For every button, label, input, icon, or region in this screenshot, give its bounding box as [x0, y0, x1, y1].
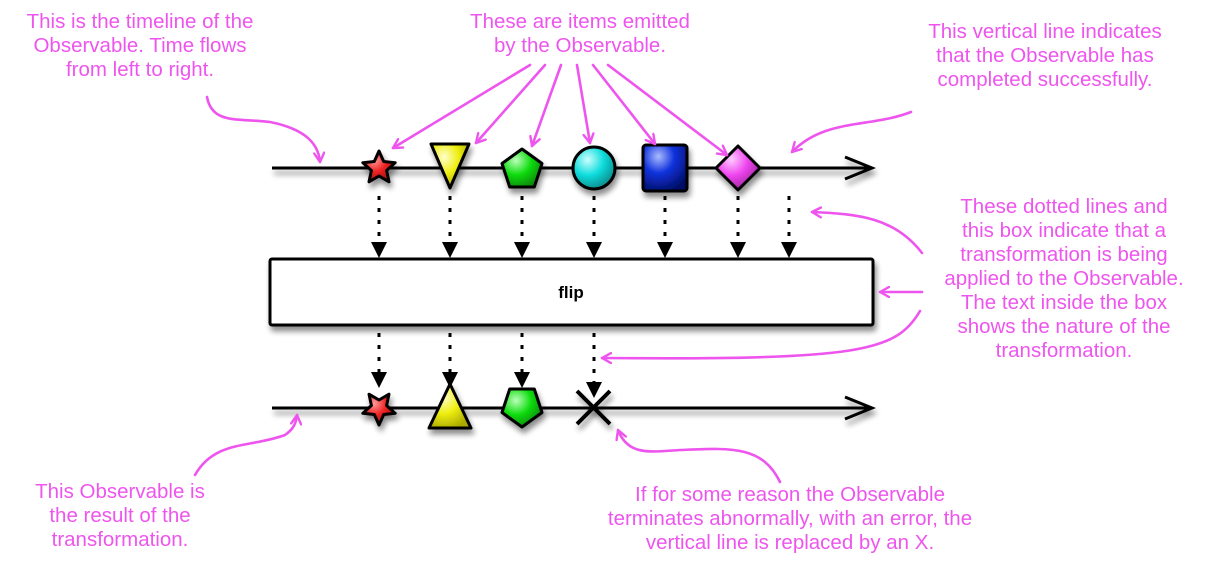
annotation-items: These are items emitted by the Observabl… [470, 10, 690, 57]
item-pointer-arrow [575, 63, 590, 145]
marble-triangle-up [427, 382, 473, 430]
error-x-marker [575, 389, 612, 426]
marble-star [361, 149, 397, 184]
arrowhead-icon [514, 242, 530, 258]
output-dotted-arrows [371, 333, 602, 398]
operator-box [268, 257, 875, 327]
annotation-timeline: This is the timeline of the Observable. … [26, 10, 254, 81]
marble-star-flipped [361, 392, 397, 427]
arrowhead-icon [586, 242, 602, 258]
dotted-lines-pointer-arrow [810, 212, 924, 255]
annotation-result: This Observable is the result of the tra… [35, 480, 205, 551]
error-pointer-arrow [618, 428, 782, 484]
result-pointer-arrow [193, 413, 297, 477]
text-pointer-arrow [600, 309, 922, 358]
operator-label: flip [558, 283, 584, 302]
marble-circle [571, 145, 617, 191]
item-pointer-arrow [474, 63, 547, 145]
item-pointer-arrow [532, 63, 563, 148]
item-pointer-arrow [391, 63, 532, 150]
arrowhead-icon [781, 242, 797, 258]
input-dotted-arrows [371, 196, 797, 258]
marble-square [641, 143, 689, 193]
arrowhead-icon [514, 372, 530, 388]
arrowhead-icon [371, 372, 387, 388]
marble-pentagon-flipped [500, 387, 544, 429]
annotation-arrows [193, 63, 924, 484]
completion-pointer-arrow [790, 110, 913, 154]
item-pointer-arrow [606, 63, 729, 157]
marble-pentagon [500, 147, 544, 189]
marble-triangle-down [429, 142, 471, 190]
marble-diamond [714, 144, 762, 192]
arrowhead-icon [730, 242, 746, 258]
annotation-completed: This vertical line indicates that the Ob… [928, 20, 1162, 91]
annotation-error: If for some reason the Observable termin… [607, 483, 973, 554]
annotation-transformation: These dotted lines and this box indicate… [944, 195, 1184, 362]
arrowhead-icon [586, 382, 602, 398]
timeline-pointer-arrow [205, 95, 320, 164]
arrowhead-icon [657, 242, 673, 258]
result-timeline [272, 395, 876, 421]
arrowhead-icon [371, 242, 387, 258]
arrowhead-icon [442, 242, 458, 258]
item-pointer-arrow [591, 63, 657, 146]
arrowhead-icon [442, 372, 458, 388]
